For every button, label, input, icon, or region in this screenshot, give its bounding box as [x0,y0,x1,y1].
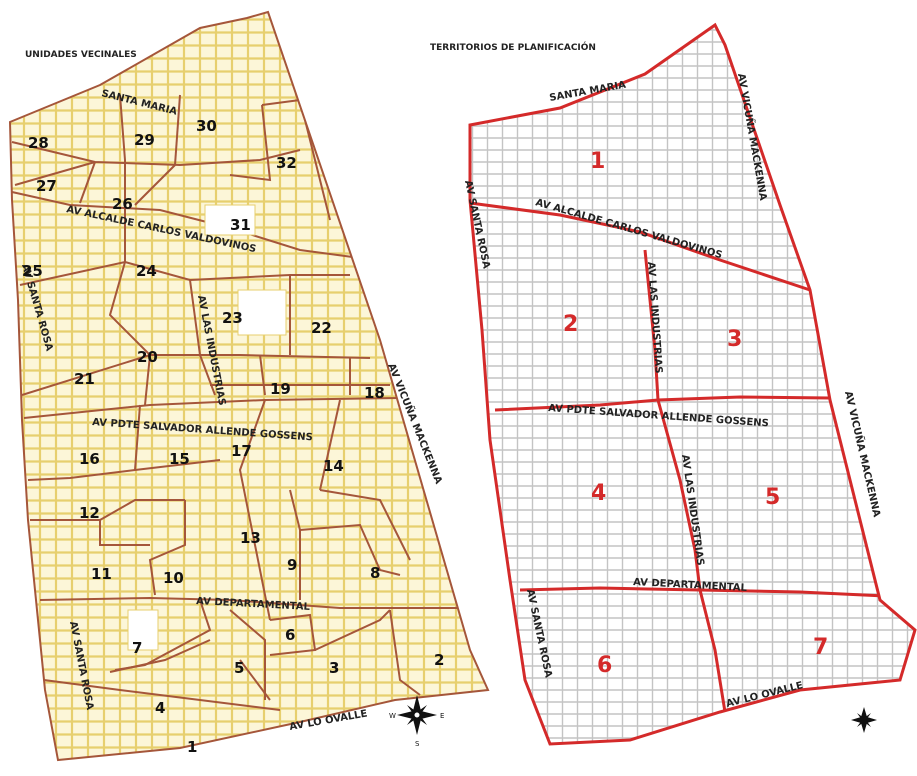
territory-number: 3 [727,327,742,352]
uv-number: 3 [329,659,339,677]
uv-number: 19 [270,380,291,398]
uv-number: 22 [311,319,332,337]
uv-number: 1 [187,738,197,756]
territory-number: 4 [591,481,606,506]
uv-number: 21 [74,370,95,388]
uv-number: 17 [231,442,252,460]
uv-number: 25 [22,262,43,280]
uv-number: 14 [323,457,344,475]
compass-east-label: E [440,712,444,720]
uv-number: 30 [196,117,217,135]
uv-number: 5 [234,659,244,677]
uv-number: 6 [285,626,295,644]
uv-number: 2 [434,651,444,669]
compass-west-label: W [389,712,396,720]
uv-number: 7 [132,639,142,657]
commune-area-right [468,22,917,746]
uv-number: 20 [137,348,158,366]
plaza-block [204,204,256,236]
uv-number: 28 [28,134,49,152]
plaza-block [127,609,159,651]
compass-rose-icon: W E S [389,695,444,748]
uv-number: 23 [222,309,243,327]
territory-number: 2 [563,312,578,337]
uv-number: 24 [136,262,157,280]
uv-number: 11 [91,565,112,583]
territory-number: 6 [597,653,612,678]
uv-number: 26 [112,195,133,213]
left-map-title: UNIDADES VECINALES [25,50,137,60]
uv-number: 9 [287,556,297,574]
uv-number: 31 [230,216,251,234]
uv-number: 12 [79,504,100,522]
uv-number: 4 [155,699,165,717]
uv-number: 29 [134,131,155,149]
uv-number: 27 [36,177,57,195]
uv-number: 8 [370,564,380,582]
right-map-title: TERRITORIOS DE PLANIFICACIÓN [430,41,596,53]
uv-number: 32 [276,154,297,172]
left-map: UNIDADES VECINALES [8,10,490,762]
uv-boundaries [11,94,480,711]
right-map: TERRITORIOS DE PLANIFICACIÓN SANTA MARIA… [430,22,917,746]
territory-number: 1 [590,149,605,174]
uv-number: 10 [163,569,184,587]
uv-number: 18 [364,384,385,402]
uv-number: 13 [240,529,261,547]
compass-rose-icon [851,707,877,733]
uv-number: 16 [79,450,100,468]
plaza-block [237,289,287,336]
territory-number: 5 [765,485,780,510]
territory-boundaries [470,201,886,713]
uv-number: 15 [169,450,190,468]
territory-number: 7 [813,635,828,660]
compass-south-label: S [415,740,420,748]
